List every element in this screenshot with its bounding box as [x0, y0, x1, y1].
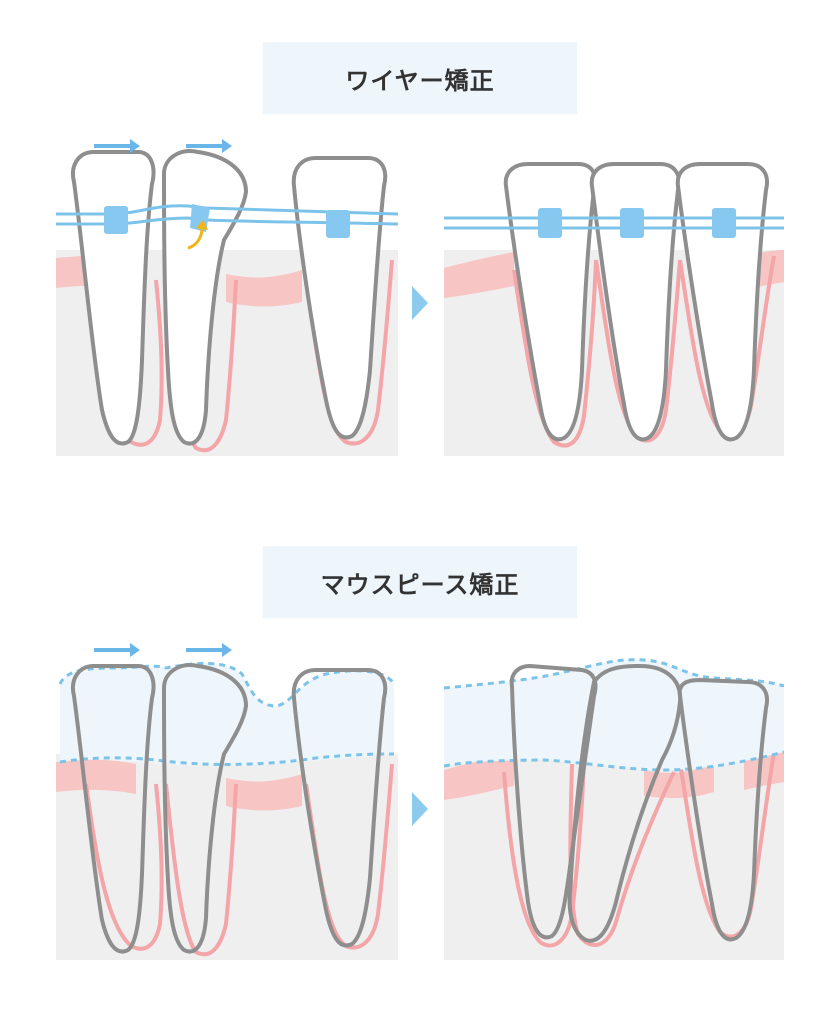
right-arrow-icon [94, 643, 140, 657]
gum [226, 774, 302, 811]
wire-before-panel [56, 130, 398, 456]
aligner-outline-bottom [59, 752, 395, 766]
bracket [538, 208, 562, 238]
tooth-2 [589, 162, 681, 442]
rotate-arrow-icon [187, 220, 208, 250]
tooth-2 [567, 663, 683, 943]
tooth-1 [71, 664, 156, 954]
section-title-aligner-label: マウスピース矯正 [320, 570, 520, 599]
tooth-3 [675, 162, 769, 442]
section-title-wire: ワイヤー矯正 [263, 42, 577, 114]
wire-after-panel [444, 160, 784, 456]
aligner-before-panel [56, 634, 398, 960]
gum [444, 252, 514, 298]
tooth-2-rotated [161, 149, 249, 446]
section-title-wire-label: ワイヤー矯正 [345, 66, 495, 95]
aligner-outline-bottom [444, 750, 784, 772]
gum [644, 762, 714, 799]
aligner-after-panel [444, 652, 784, 960]
gum [56, 759, 136, 794]
bracket [620, 208, 644, 238]
tooth-2-rotated [161, 663, 249, 954]
root-gum-outline [594, 259, 682, 443]
root-gum-outline [164, 783, 238, 957]
root-gum-outline [84, 783, 164, 951]
root-gum-outline [512, 259, 598, 448]
bracket [712, 208, 736, 238]
tooth-3 [291, 668, 388, 948]
root-gum-outline [502, 761, 586, 948]
next-step-triangle-icon [412, 286, 428, 320]
aligner-tray [60, 663, 394, 766]
section-title-aligner: マウスピース矯正 [263, 546, 577, 618]
right-arrow-icon [186, 139, 232, 153]
right-arrow-icon [186, 643, 232, 657]
aligner-outline-top [58, 661, 396, 708]
bracket [326, 210, 350, 238]
tooth-1 [503, 162, 598, 442]
tooth-3 [677, 677, 769, 942]
next-step-triangle-icon [412, 792, 428, 826]
right-arrow-icon [94, 139, 140, 153]
gum [444, 752, 514, 800]
aligner-tray [444, 659, 784, 770]
gum [226, 270, 302, 307]
tooth-3 [291, 156, 388, 440]
bracket [104, 206, 128, 234]
